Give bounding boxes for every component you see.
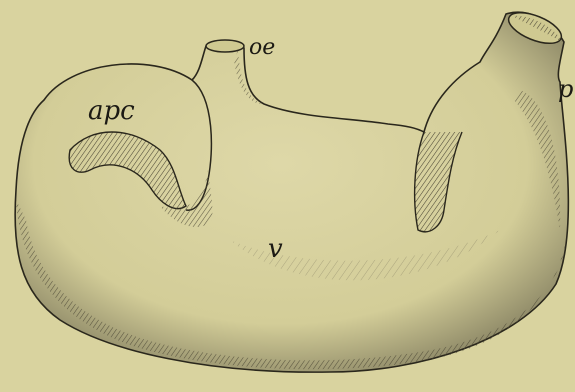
label-apc: apc bbox=[88, 98, 135, 124]
esophagus-opening bbox=[206, 40, 244, 52]
stomach-outline bbox=[15, 12, 568, 372]
label-oe: oe bbox=[249, 37, 275, 59]
label-v: v bbox=[268, 236, 283, 262]
label-p: p bbox=[558, 77, 573, 101]
